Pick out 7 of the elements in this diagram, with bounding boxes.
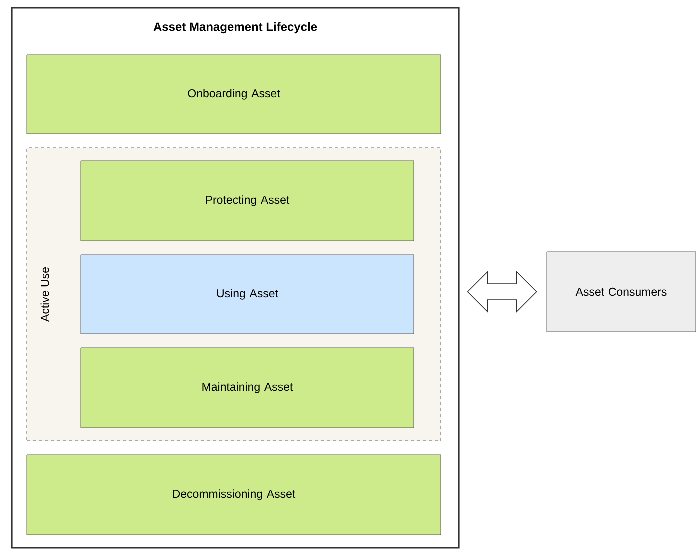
process-box: Maintaining Asset	[80, 348, 414, 428]
double-arrow	[467, 271, 538, 313]
process-box: Protecting Asset	[80, 160, 414, 242]
process-box: Using Asset	[80, 254, 414, 334]
process-box: Asset Consumers	[546, 252, 696, 332]
process-box: Decommissioning Asset	[26, 454, 442, 536]
process-box: Onboarding Asset	[26, 54, 442, 134]
